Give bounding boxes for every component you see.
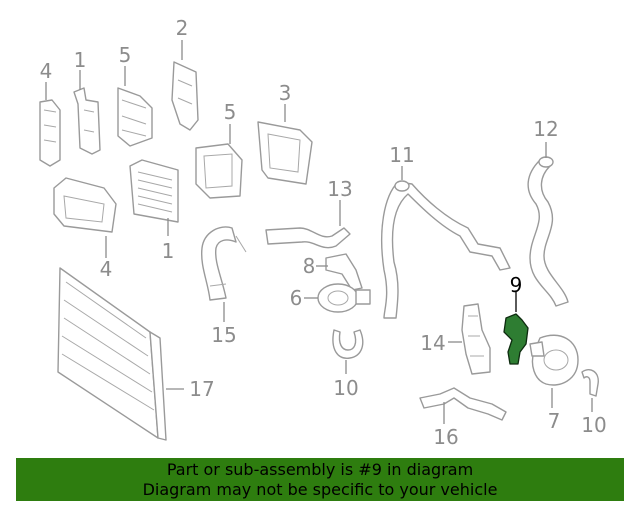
part-11-coolant-hose [381,180,511,319]
callout-2: 2 [176,16,189,40]
callout-12: 12 [533,117,558,141]
callout-5-middle: 5 [224,100,237,124]
banner-line-disclaimer: Diagram may not be specific to your vehi… [142,480,498,499]
callout-17: 17 [189,377,214,401]
callout-4-lower: 4 [100,257,113,281]
part-1-auxiliary-cooler [129,159,179,223]
part-17-radiator [57,267,167,441]
info-banner: Part or sub-assembly is #9 in diagram Di… [16,458,624,501]
part-12-coolant-hose [527,156,569,307]
callout-1-lower: 1 [162,239,175,263]
part-5-air-duct-left [117,87,153,147]
part-15-coolant-hose [200,226,247,301]
callout-13: 13 [327,177,352,201]
part-5-air-duct-right [195,143,243,199]
parts-diagram: 4 1 5 2 3 5 11 12 13 8 6 15 10 1 4 9 14 … [39,16,607,449]
part-8-mounting-bracket [325,253,363,291]
part-16-coolant-hose [419,387,507,421]
callout-10-right: 10 [581,413,606,437]
part-3-cover-panel [257,121,313,185]
part-9-bracket-highlighted [503,313,529,365]
callout-15: 15 [211,323,236,347]
callout-8: 8 [303,254,316,278]
callout-3: 3 [279,81,292,105]
part-1-bracket-top [73,87,101,155]
callout-4-top: 4 [40,59,53,83]
callout-11: 11 [389,143,414,167]
callout-5-top: 5 [119,43,132,67]
banner-line-part: Part or sub-assembly is #9 in diagram [166,460,474,479]
callout-16: 16 [433,425,458,449]
part-13-coolant-hose [265,227,351,249]
callout-9-highlighted: 9 [510,273,523,297]
callout-6: 6 [290,286,303,310]
part-10-hose-clip-right [581,368,599,397]
callout-14: 14 [420,331,445,355]
callout-10-left: 10 [333,376,358,400]
part-2-air-guide [171,61,199,131]
part-7-auxiliary-pump [529,334,579,386]
callout-1-top: 1 [74,48,87,72]
part-14-expansion-tank [461,303,491,375]
part-4-duct-bracket [39,99,61,167]
callout-7: 7 [548,409,561,433]
part-10-hose-clip-left [332,329,364,359]
part-4-intake-housing [53,177,117,233]
leader-lines [45,40,593,424]
part-6-water-pump [317,283,371,313]
